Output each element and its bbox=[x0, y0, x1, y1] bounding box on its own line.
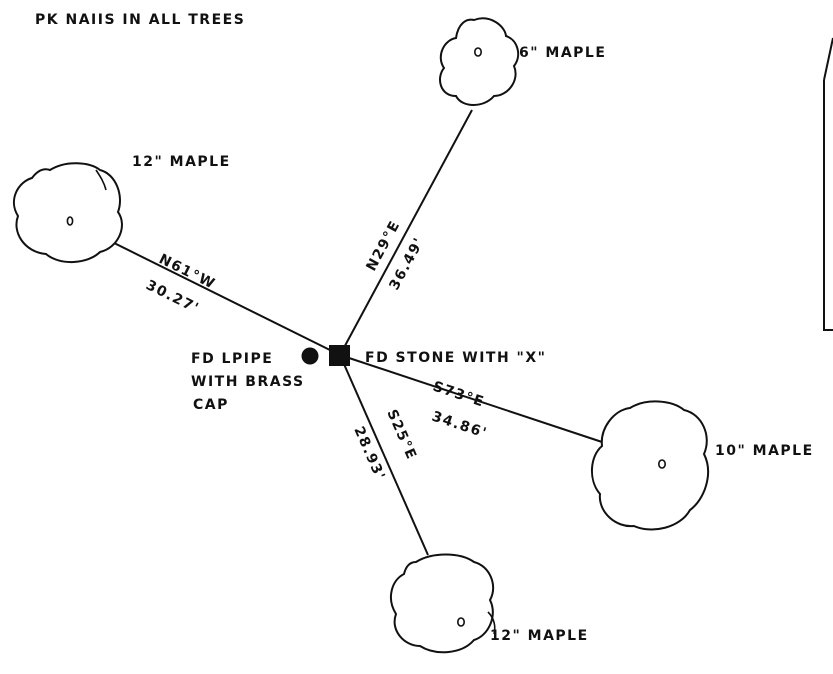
stone-marker bbox=[329, 345, 350, 366]
tree-w: 12" MAPLE bbox=[13, 154, 231, 263]
tree-canopy-se bbox=[591, 400, 709, 531]
tree-scar-w bbox=[95, 169, 107, 191]
tree-canopy-s bbox=[389, 553, 495, 654]
partial-frame-right bbox=[823, 37, 833, 331]
tree-pith-se bbox=[657, 459, 666, 469]
tie-distance-se: 34.86' bbox=[430, 409, 490, 442]
tree-canopy-ne bbox=[439, 17, 520, 106]
pipe-label-line-1: FD LPIPE bbox=[191, 351, 273, 367]
tree-label-se: 10" MAPLE bbox=[715, 443, 814, 459]
tree-canopy-w bbox=[13, 162, 123, 263]
tree-label-w: 12" MAPLE bbox=[132, 154, 231, 170]
tie-line-se bbox=[339, 354, 603, 443]
tie-line-ne bbox=[339, 109, 473, 356]
tree-pith-w bbox=[66, 216, 74, 226]
tree-ne: 6" MAPLE bbox=[439, 17, 606, 106]
tie-line-w bbox=[107, 239, 341, 356]
stone-label: FD STONE WITH "X" bbox=[365, 350, 546, 366]
iron-pipe-marker bbox=[301, 347, 319, 365]
tree-s: 12" MAPLE bbox=[389, 553, 589, 654]
pipe-label-line-2: WITH BRASS bbox=[191, 374, 305, 390]
tie-bearing-s: S25°E bbox=[383, 407, 419, 463]
pipe-label-line-3: CAP bbox=[193, 397, 229, 413]
tree-pith-ne bbox=[473, 47, 482, 57]
tie-bearing-se: S73°E bbox=[431, 379, 487, 411]
tree-pith-s bbox=[456, 617, 465, 627]
tree-se: 10" MAPLE bbox=[591, 400, 814, 531]
tree-label-s: 12" MAPLE bbox=[490, 628, 589, 644]
tree-scar-s bbox=[487, 611, 496, 635]
tree-label-ne: 6" MAPLE bbox=[519, 45, 606, 61]
note-pk-nails: PK NAIIS IN ALL TREES bbox=[35, 12, 245, 28]
tie-line-s bbox=[339, 354, 429, 556]
